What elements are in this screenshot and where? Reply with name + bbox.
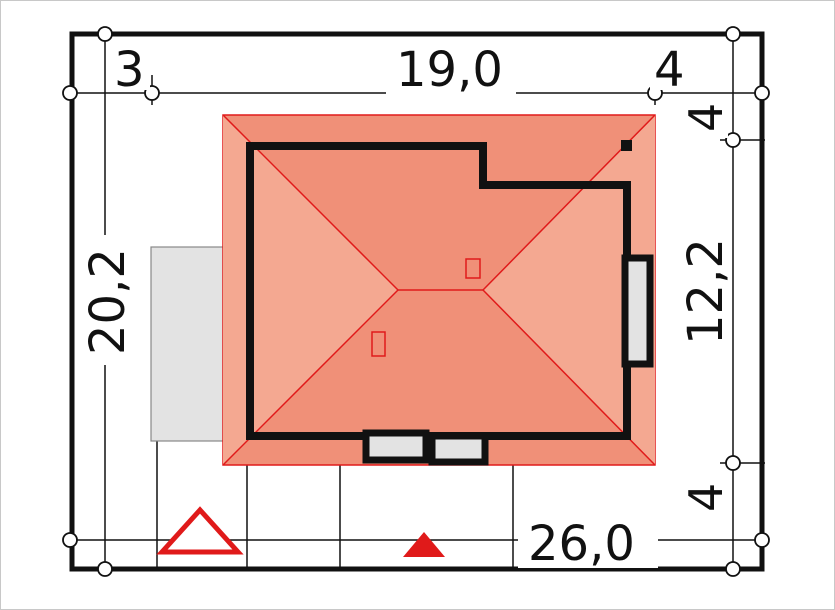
dim-right-height: 12,2 xyxy=(678,238,734,345)
roof xyxy=(222,114,656,466)
outline-triangle-icon xyxy=(156,506,244,555)
dim-top-right-offset: 4 xyxy=(654,42,685,98)
dim-bottom-width: 26,0 xyxy=(528,516,635,572)
skylight xyxy=(465,258,481,279)
plot-boundary xyxy=(69,31,765,572)
dim-top-left-offset: 3 xyxy=(114,42,145,98)
dim-right-bottom-offset: 4 xyxy=(679,483,733,512)
dim-left-height: 20,2 xyxy=(80,248,136,355)
chimney xyxy=(621,140,632,151)
bay-window xyxy=(621,254,654,368)
filled-triangle-icon xyxy=(403,532,445,557)
dim-right-top-offset: 4 xyxy=(679,103,733,132)
annex-terrace xyxy=(150,246,225,442)
building-walls xyxy=(246,140,654,466)
dim-top-width: 19,0 xyxy=(396,42,503,98)
porch xyxy=(428,432,489,466)
porch xyxy=(362,429,430,464)
skylight xyxy=(371,331,386,357)
